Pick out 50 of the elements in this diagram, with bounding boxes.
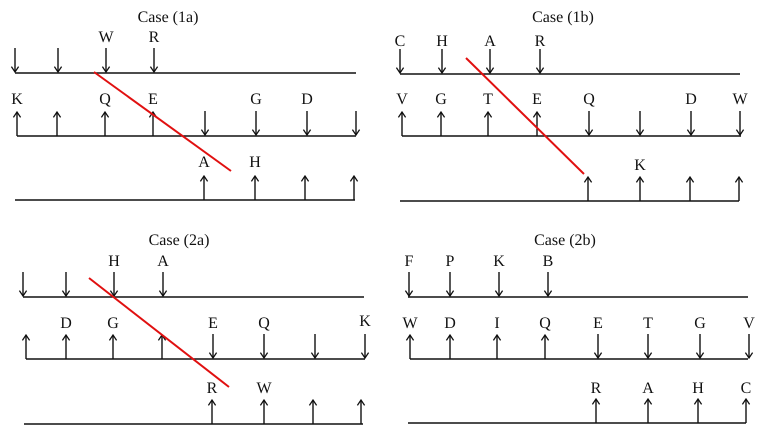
letter-label: V [396, 91, 408, 109]
letter-label: E [593, 315, 603, 333]
letter-label: A [157, 253, 169, 271]
letter-label: R [534, 33, 546, 51]
panel-title: Case (1a) [138, 9, 198, 27]
letter-label: G [250, 91, 262, 109]
letter-label: D [685, 91, 697, 109]
letter-label: E [148, 91, 158, 109]
letter-label: H [108, 253, 120, 271]
letter-label: W [402, 315, 418, 333]
letter-label: R [148, 29, 160, 47]
letter-label: W [256, 380, 272, 398]
letter-label: A [198, 154, 210, 172]
letter-label: Q [99, 91, 111, 109]
letter-label: Q [539, 315, 551, 333]
letter-label: G [694, 315, 706, 333]
letter-label: T [643, 315, 653, 333]
letter-label: Q [583, 91, 595, 109]
letter-label: R [206, 380, 218, 398]
letter-label: H [249, 154, 261, 172]
letter-label: K [11, 91, 23, 109]
letter-label: R [590, 380, 602, 398]
letter-label: K [634, 157, 646, 175]
letter-label: D [301, 91, 313, 109]
letter-label: E [208, 315, 218, 333]
letter-label: K [493, 253, 505, 271]
letter-label: T [483, 91, 493, 109]
letter-label: F [404, 253, 414, 271]
letter-label: B [542, 253, 554, 271]
panel-title: Case (2b) [534, 232, 596, 250]
letter-label: K [359, 313, 371, 331]
letter-label: D [444, 315, 456, 333]
letter-label: W [732, 91, 748, 109]
letter-label: H [436, 33, 448, 51]
panel-title: Case (1b) [532, 9, 594, 27]
letter-label: A [642, 380, 654, 398]
letter-label: G [435, 91, 447, 109]
letter-label: V [743, 315, 755, 333]
letter-label: C [394, 33, 406, 51]
letter-label: H [692, 380, 704, 398]
letter-label: I [494, 315, 500, 333]
letter-label: W [98, 29, 114, 47]
letter-label: D [60, 315, 72, 333]
letter-label: G [107, 315, 119, 333]
letter-label: Q [258, 315, 270, 333]
letter-label: A [484, 33, 496, 51]
panel-title: Case (2a) [148, 232, 210, 250]
letter-label: E [532, 91, 542, 109]
letter-label: P [446, 253, 454, 271]
letter-label: C [740, 380, 752, 398]
